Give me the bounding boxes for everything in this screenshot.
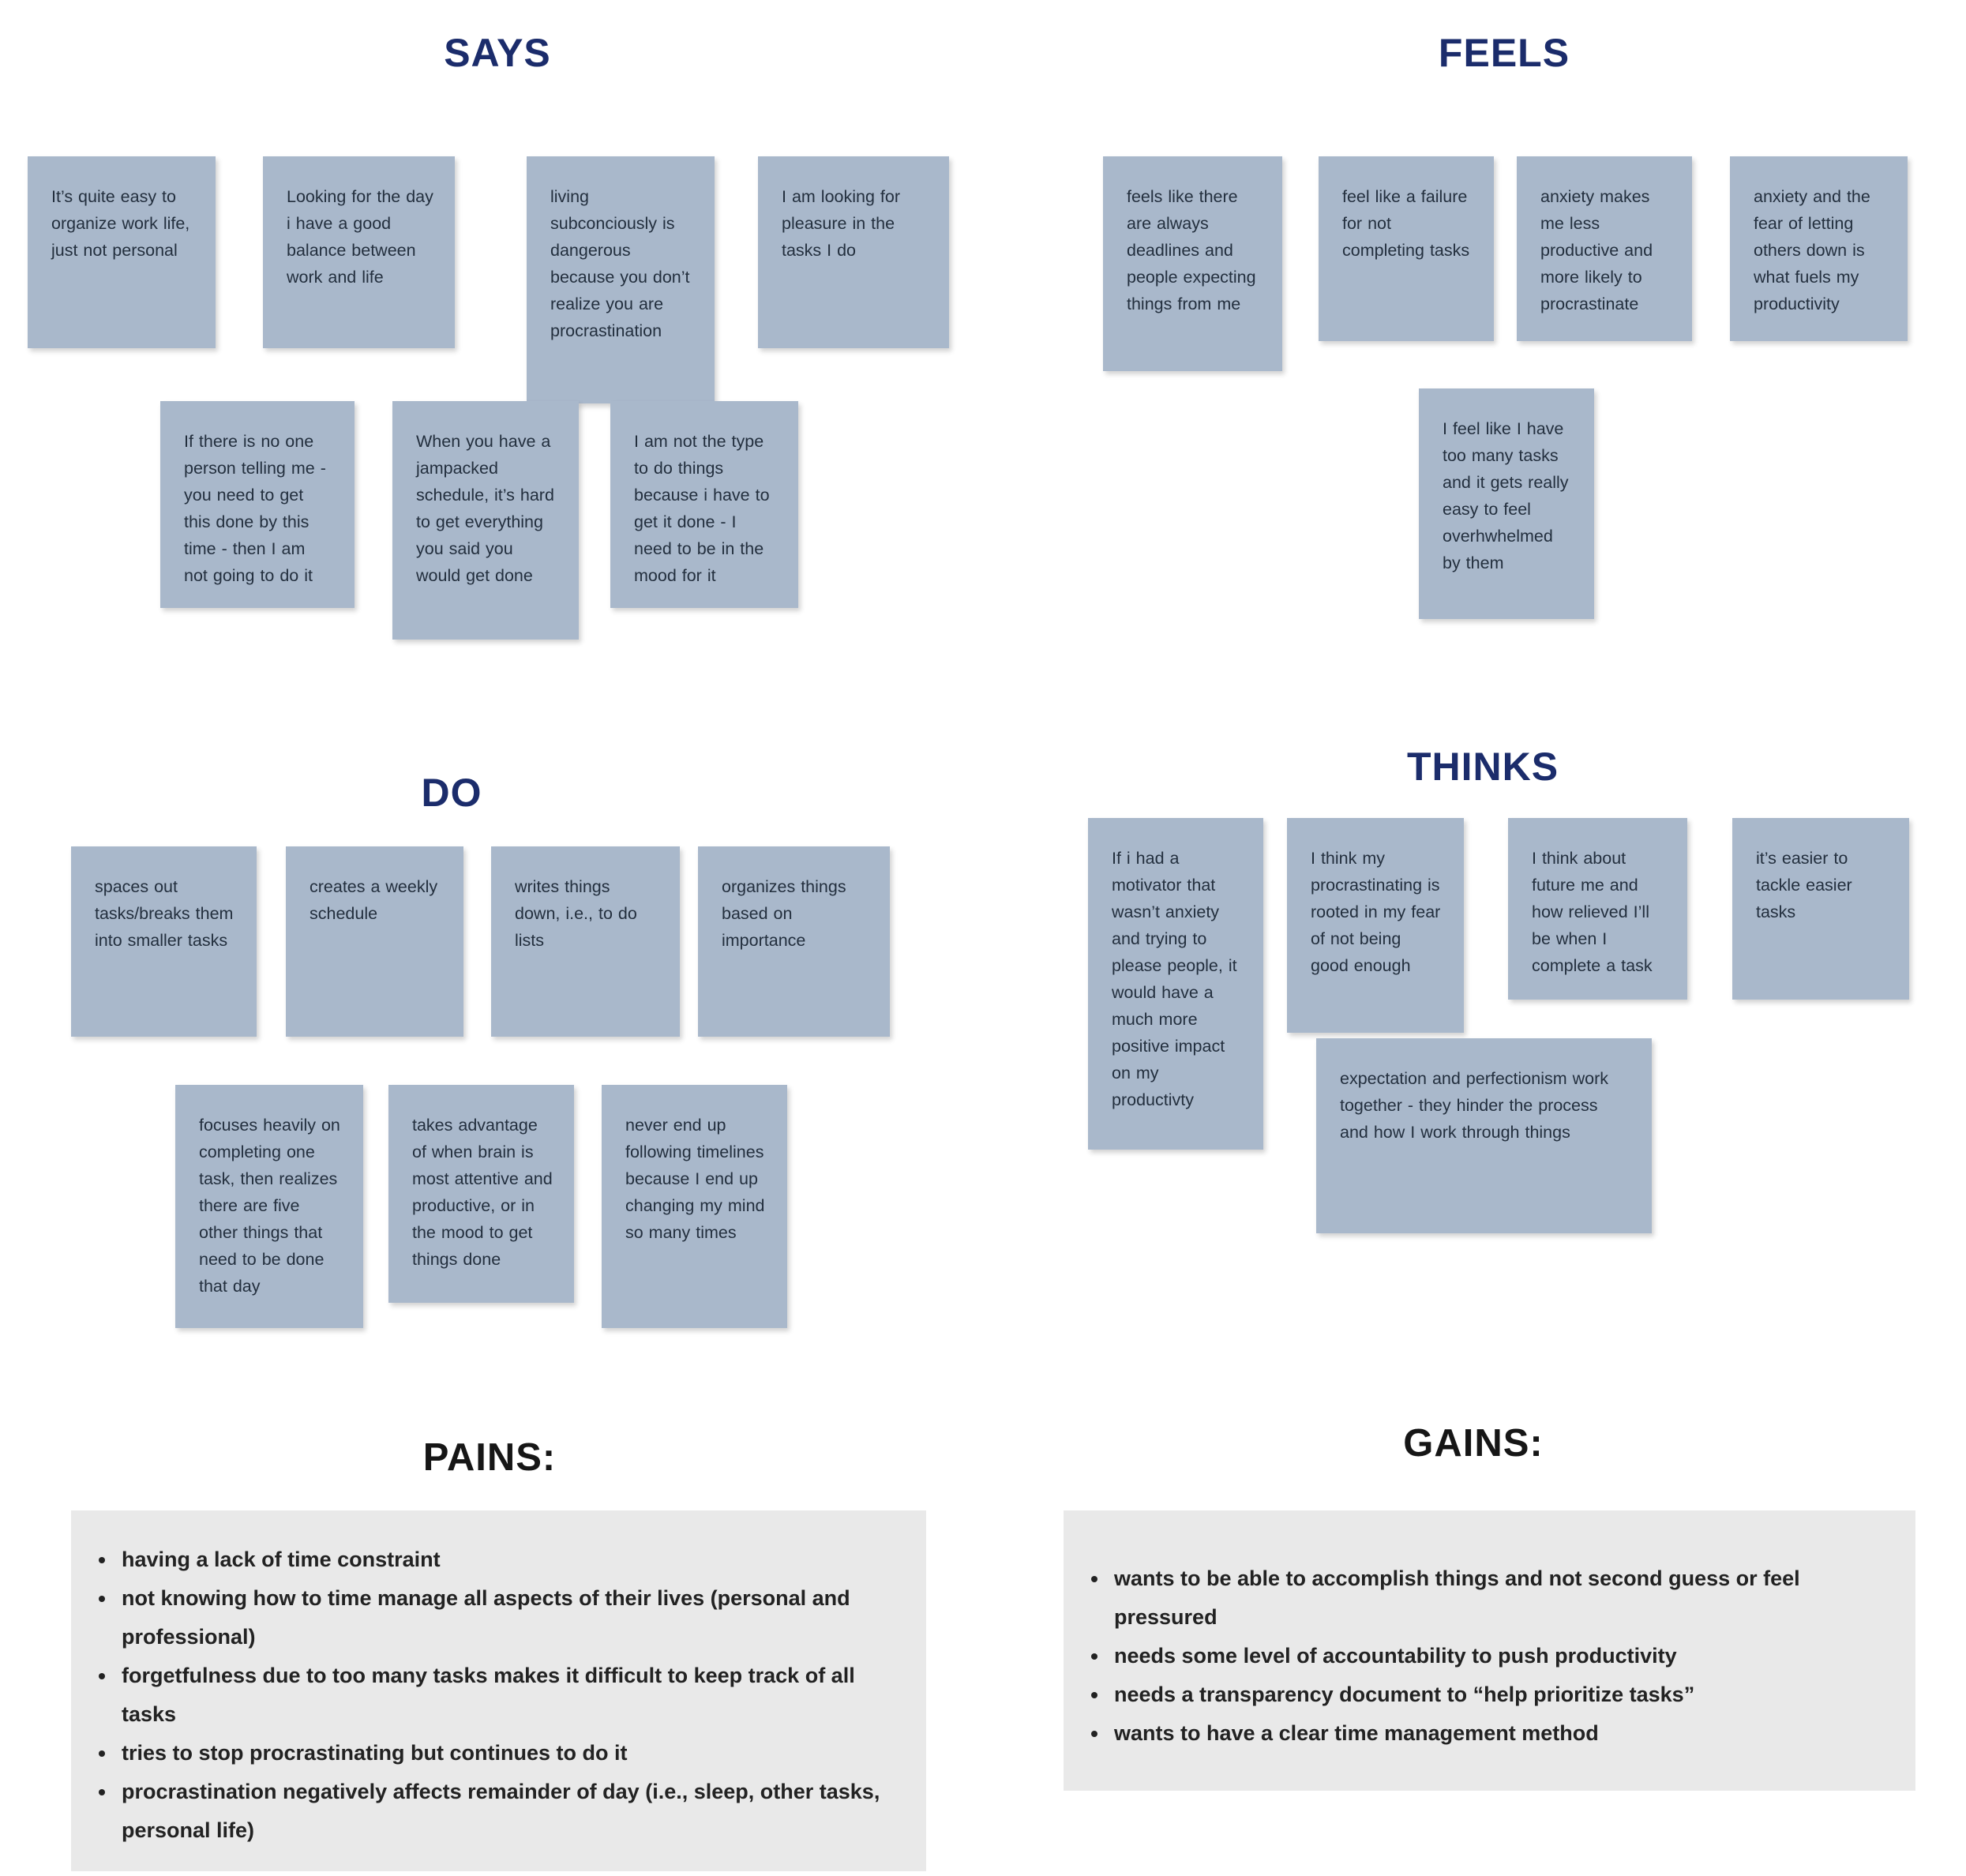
pains-bullet: having a lack of time constraint: [117, 1540, 902, 1579]
note-says-2: Looking for the day i have a good balanc…: [263, 156, 455, 348]
note-says-4: I am looking for pleasure in the tasks I…: [758, 156, 949, 348]
note-thinks-5: expectation and perfectionism work toget…: [1316, 1038, 1652, 1233]
quadrant-title-thinks: THINKS: [1406, 745, 1559, 789]
note-says-7: I am not the type to do things because i…: [610, 401, 798, 608]
note-thinks-1: If i had a motivator that wasn’t anxiety…: [1088, 818, 1263, 1150]
pains-bullet: not knowing how to time manage all aspec…: [117, 1579, 902, 1657]
gains-bullet: needs a transparency document to “help p…: [1109, 1675, 1892, 1714]
note-do-1: spaces out tasks/breaks them into smalle…: [71, 846, 257, 1037]
pains-bullet: forgetfulness due to too many tasks make…: [117, 1657, 902, 1734]
gains-bullet: wants to have a clear time management me…: [1109, 1714, 1892, 1753]
note-says-6: When you have a jampacked schedule, it’s…: [392, 401, 579, 640]
quadrant-title-says: SAYS: [444, 31, 551, 75]
note-do-7: never end up following timelines because…: [602, 1085, 787, 1328]
section-title-gains: GAINS:: [1403, 1422, 1544, 1465]
note-feels-2: feel like a failure for not completing t…: [1319, 156, 1494, 341]
note-do-4: organizes things based on importance: [698, 846, 890, 1037]
gains-bullet: needs some level of accountability to pu…: [1109, 1637, 1892, 1675]
gains-bullet: wants to be able to accomplish things an…: [1109, 1559, 1892, 1637]
note-feels-4: anxiety and the fear of letting others d…: [1730, 156, 1908, 341]
note-do-3: writes things down, i.e., to do lists: [491, 846, 680, 1037]
gains-list: wants to be able to accomplish things an…: [1064, 1510, 1915, 1753]
note-feels-1: feels like there are always deadlines an…: [1103, 156, 1282, 371]
quadrant-title-do: DO: [421, 771, 482, 815]
note-do-6: takes advantage of when brain is most at…: [388, 1085, 574, 1303]
note-thinks-3: I think about future me and how relieved…: [1508, 818, 1687, 1000]
section-title-pains: PAINS:: [422, 1436, 557, 1479]
note-thinks-4: it’s easier to tackle easier tasks: [1732, 818, 1909, 1000]
note-says-1: It’s quite easy to organize work life, j…: [28, 156, 216, 348]
pains-panel: having a lack of time constraint not kno…: [71, 1510, 926, 1871]
note-feels-3: anxiety makes me less productive and mor…: [1517, 156, 1692, 341]
pains-list: having a lack of time constraint not kno…: [71, 1510, 926, 1850]
pains-bullet: procrastination negatively affects remai…: [117, 1773, 902, 1850]
note-feels-5: I feel like I have too many tasks and it…: [1419, 388, 1594, 619]
note-says-3: living subconciously is dangerous becaus…: [527, 156, 715, 403]
note-thinks-2: I think my procrastinating is rooted in …: [1287, 818, 1464, 1033]
quadrant-title-feels: FEELS: [1438, 31, 1570, 75]
pains-bullet: tries to stop procrastinating but contin…: [117, 1734, 902, 1773]
gains-panel: wants to be able to accomplish things an…: [1064, 1510, 1915, 1791]
note-do-2: creates a weekly schedule: [286, 846, 463, 1037]
note-says-5: If there is no one person telling me - y…: [160, 401, 355, 608]
note-do-5: focuses heavily on completing one task, …: [175, 1085, 363, 1328]
